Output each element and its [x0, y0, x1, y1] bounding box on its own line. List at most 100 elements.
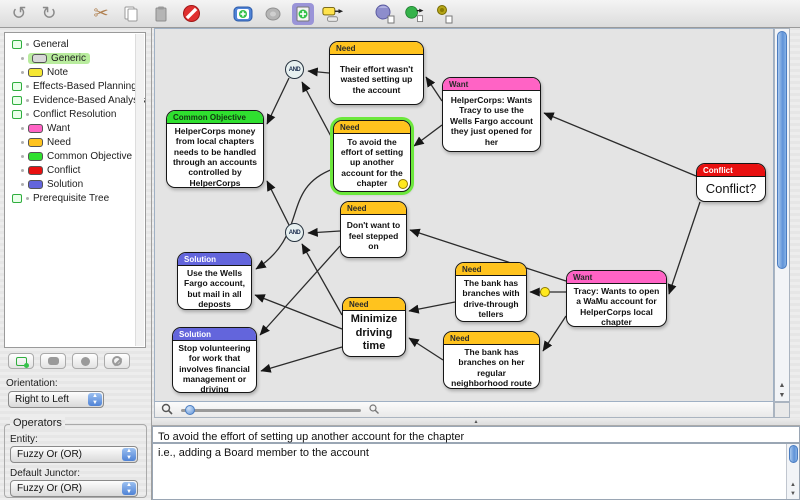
node-need-minimize-driving[interactable]: Need Minimize driving time: [342, 297, 406, 357]
domain-icon: [12, 95, 22, 105]
tree-item-general[interactable]: General: [5, 37, 145, 51]
scroll-down-arrow[interactable]: ▼: [778, 392, 786, 399]
remove-icon: [112, 356, 122, 366]
scrollbar-thumb[interactable]: [789, 445, 798, 463]
node-need-their-effort[interactable]: Need Their effort wasn't wasted setting …: [329, 41, 424, 105]
tree-item-prerequisite-tree[interactable]: Prerequisite Tree: [5, 191, 145, 205]
domain-icon: [12, 39, 22, 49]
tree-item-solution[interactable]: Solution: [5, 177, 145, 191]
bullet-icon: [21, 56, 24, 60]
tree-item-note[interactable]: Note: [5, 65, 145, 79]
node-conflict[interactable]: Conflict Conflict?: [696, 163, 766, 202]
cut-icon[interactable]: ✂: [93, 3, 109, 23]
bullet-icon: [26, 112, 29, 116]
copy-icon[interactable]: [120, 3, 142, 25]
node-type-header: Conflict: [697, 164, 765, 177]
type-swatch: [32, 53, 47, 63]
delete-icon[interactable]: [180, 3, 202, 25]
node-need-dont-want[interactable]: Need Don't want to feel stepped on: [340, 201, 407, 258]
annotation-button[interactable]: [40, 353, 66, 369]
zoom-out-icon[interactable]: [161, 403, 174, 416]
diagram-canvas[interactable]: AND AND Need Their effort wasn't wasted …: [154, 28, 774, 402]
remove-button[interactable]: [104, 353, 130, 369]
node-solution-stop-volunteering[interactable]: Solution Stop volunteering for work that…: [172, 327, 257, 393]
add-edge-icon[interactable]: [322, 3, 344, 25]
entity-title-input[interactable]: [153, 429, 799, 445]
entity-title-row: [152, 426, 800, 445]
or-junctor-icon[interactable]: [374, 3, 396, 25]
tree-item-conflict[interactable]: Conflict: [5, 163, 145, 177]
junctor-button[interactable]: [72, 353, 98, 369]
node-common-objective[interactable]: Common Objective HelperCorps money from …: [166, 110, 264, 188]
redo-icon[interactable]: ↻: [41, 3, 57, 23]
tree-item-evidence-based-analysis[interactable]: Evidence-Based Analysis: [5, 93, 145, 107]
node-solution-use-wells-fargo[interactable]: Solution Use the Wells Fargo account, bu…: [177, 252, 252, 310]
node-want-helpercorps[interactable]: Want HelperCorps: Wants Tracy to use the…: [442, 77, 541, 152]
domain-icon: [12, 81, 22, 91]
tree-label: Want: [47, 122, 70, 134]
node-text: Use the Wells Fargo account, but mail in…: [184, 268, 245, 310]
tree-scrollbar[interactable]: [135, 34, 144, 346]
node-need-drive-through[interactable]: Need The bank has branches with drive-th…: [455, 262, 527, 322]
bullet-icon: [26, 196, 29, 200]
and-junctor-icon[interactable]: [404, 3, 426, 25]
and-junctor[interactable]: AND: [285, 60, 304, 79]
type-swatch: [28, 123, 43, 133]
default-junctor-select[interactable]: Fuzzy Or (OR) ▲▼: [10, 480, 138, 497]
type-swatch: [28, 165, 43, 175]
bullet-icon: [26, 42, 29, 46]
diagram-canvas-wrap: AND AND Need Their effort wasn't wasted …: [154, 28, 790, 418]
tree-item-want[interactable]: Want: [5, 121, 145, 135]
scroll-up-arrow[interactable]: ▲: [778, 382, 786, 389]
zoom-slider-knob[interactable]: [185, 405, 195, 415]
node-text: Conflict?: [705, 181, 757, 197]
node-text: To avoid the effort of setting up anothe…: [340, 136, 404, 189]
undo-icon[interactable]: ↺: [11, 3, 27, 23]
zoom-slider-track[interactable]: [181, 409, 361, 412]
operators-title: Operators: [10, 417, 65, 429]
canvas-vertical-scrollbar[interactable]: ▲ ▼: [774, 28, 790, 402]
entity-label: Entity:: [10, 434, 38, 445]
tree-item-common-objective[interactable]: Common Objective: [5, 149, 145, 163]
tree-item-effects-based-planning[interactable]: Effects-Based Planning: [5, 79, 145, 93]
scroll-down-arrow[interactable]: ▼: [790, 491, 796, 497]
add-type-button[interactable]: [8, 353, 34, 369]
node-need-branches-route[interactable]: Need The bank has branches on her regula…: [443, 331, 540, 389]
tree-item-conflict-resolution[interactable]: Conflict Resolution: [5, 107, 145, 121]
bullet-icon: [21, 140, 24, 144]
splitter-caret-icon: ▴: [474, 419, 478, 425]
entity-notes-area[interactable]: i.e., adding a Board member to the accou…: [152, 443, 800, 500]
add-annotation-icon[interactable]: [292, 2, 314, 25]
node-need-to-avoid-selected[interactable]: Need To avoid the effort of setting up a…: [333, 120, 411, 192]
and-junctor[interactable]: AND: [285, 223, 304, 242]
edge-weight-dot[interactable]: [398, 179, 408, 189]
tree-label: Need: [47, 136, 71, 148]
notes-scrollbar[interactable]: ▲ ▼: [786, 444, 799, 499]
node-want-tracy[interactable]: Want Tracy: Wants to open a WaMu account…: [566, 270, 667, 327]
scroll-up-arrow[interactable]: ▲: [790, 482, 796, 488]
node-type-header: Need: [330, 42, 423, 55]
bullet-icon: [26, 98, 29, 102]
node-type-header: Need: [444, 332, 539, 345]
mini-junctor-icon[interactable]: [434, 3, 456, 25]
add-group-icon[interactable]: [262, 3, 284, 25]
junctor-label: AND: [288, 66, 301, 73]
entity-operator-select[interactable]: Fuzzy Or (OR) ▲▼: [10, 446, 138, 463]
scrollbar-thumb[interactable]: [777, 31, 787, 269]
add-entity-icon[interactable]: [232, 3, 254, 25]
paste-icon[interactable]: [150, 3, 172, 25]
tree-item-generic[interactable]: Generic: [5, 51, 145, 65]
zoom-in-icon[interactable]: [369, 404, 380, 415]
orientation-select[interactable]: Right to Left ▲▼: [8, 391, 104, 408]
tree-item-need[interactable]: Need: [5, 135, 145, 149]
tree-actions: [8, 353, 130, 369]
type-swatch: [28, 137, 43, 147]
add-type-icon: [15, 356, 29, 368]
node-text: Their effort wasn't wasted setting up th…: [339, 63, 414, 95]
edge-weight-dot[interactable]: [540, 287, 550, 297]
bullet-icon: [21, 126, 24, 130]
node-type-header: Common Objective: [167, 111, 263, 124]
inspector-splitter[interactable]: ▴: [152, 418, 800, 426]
node-type-header: Want: [567, 271, 666, 284]
tree-label: Common Objective: [47, 150, 133, 162]
